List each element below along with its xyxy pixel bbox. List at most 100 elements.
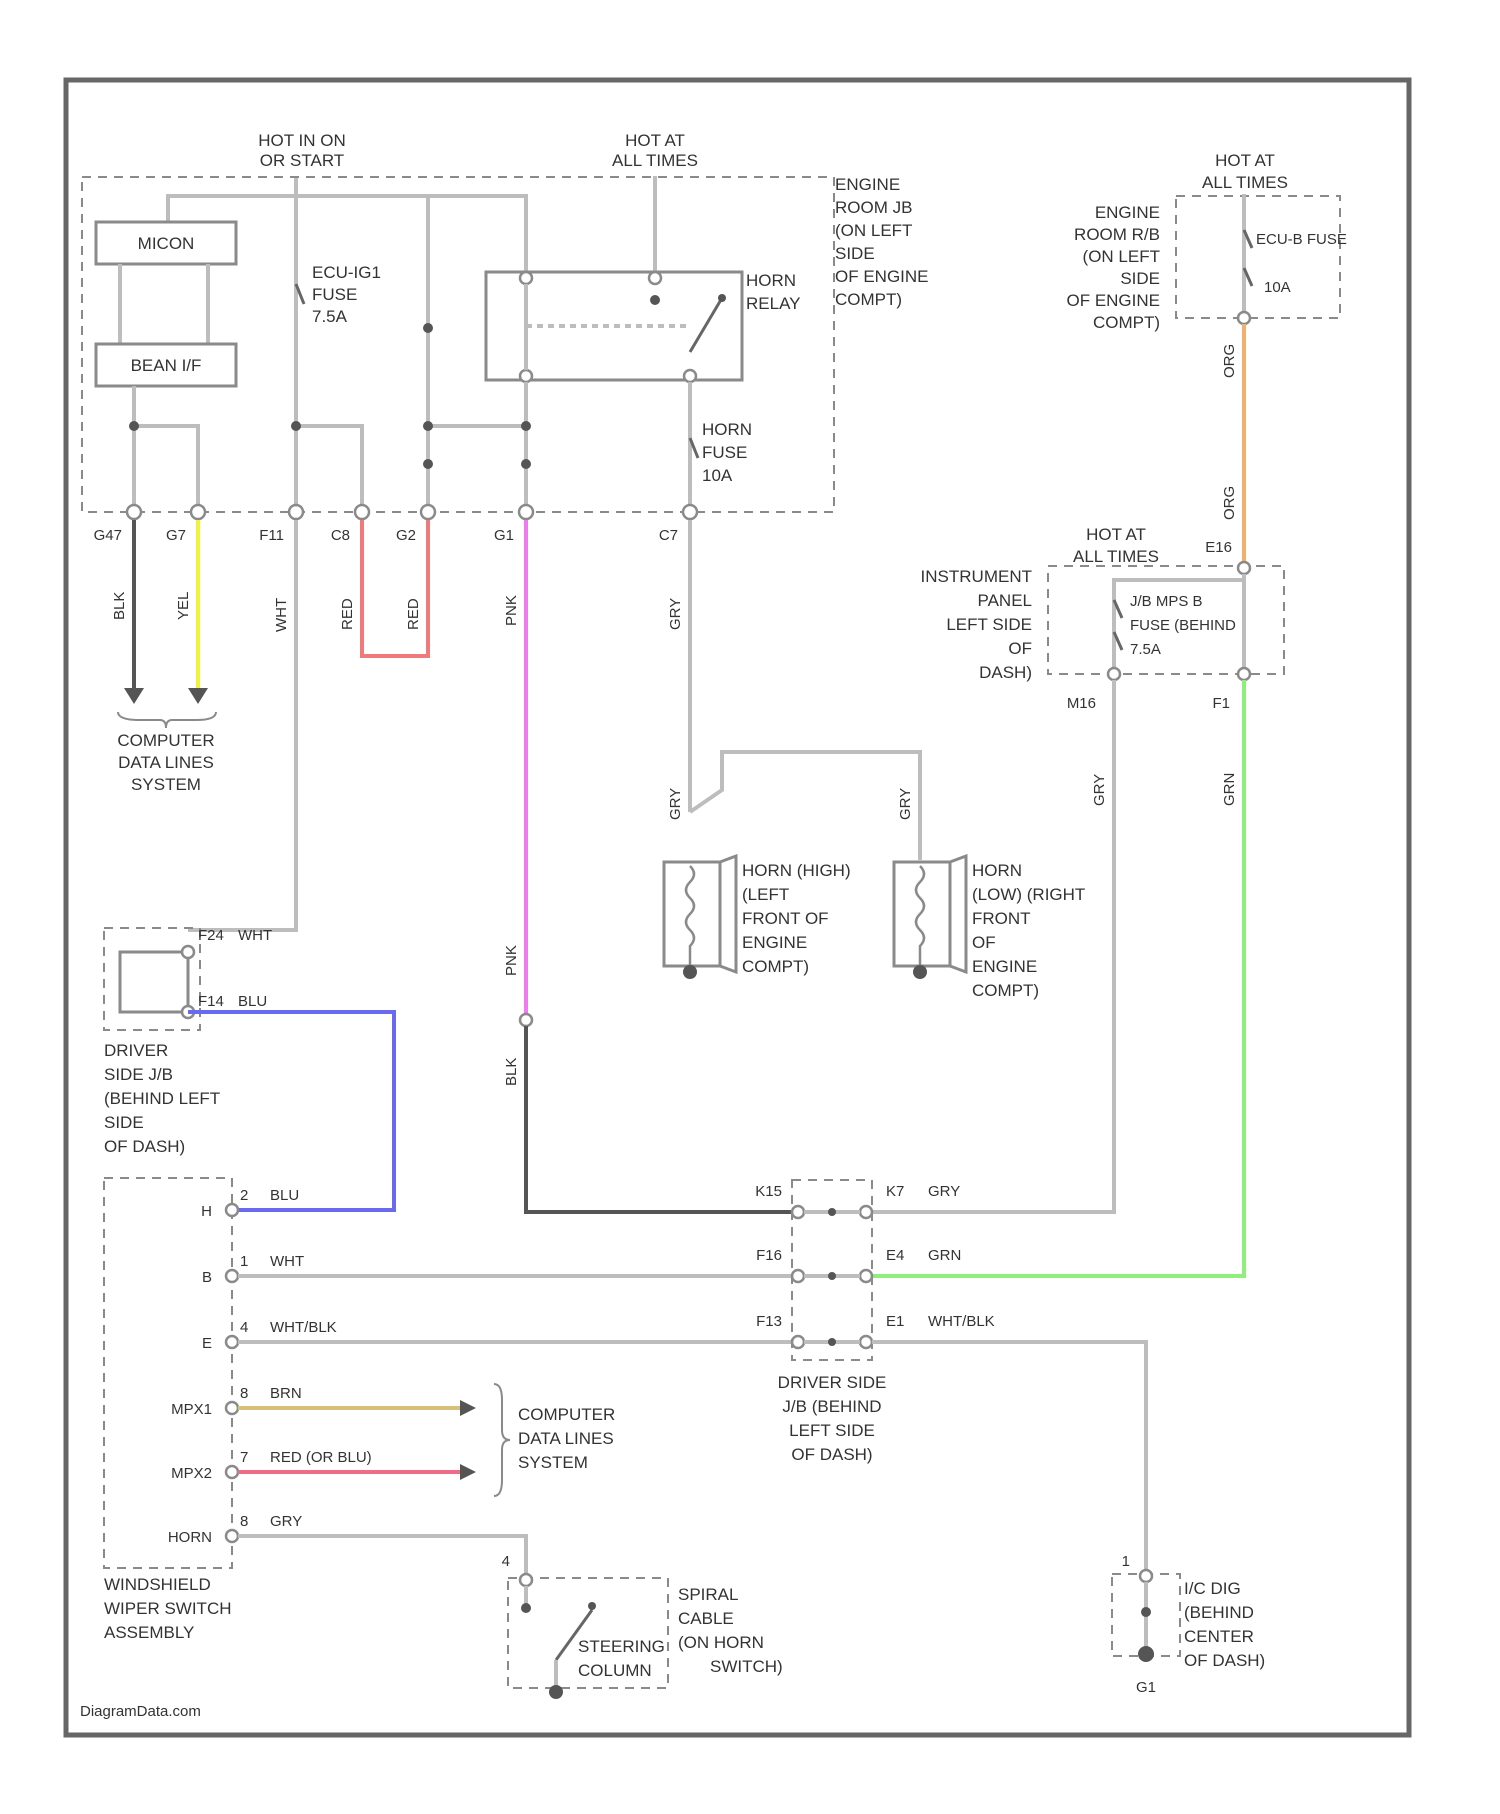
wire-color-red: RED [405, 598, 422, 630]
bean-if-label: BEAN I/F [131, 356, 202, 375]
instrument-panel-label-4: OF [1008, 639, 1032, 658]
horn-high-label-4: ENGINE [742, 933, 807, 952]
connector-id-g2: G2 [396, 527, 416, 544]
windshield-wiper-switch-label-1: WINDSHIELD [104, 1575, 211, 1594]
hot-all-times-right-label-1: HOT AT [1215, 151, 1275, 170]
hot-all-times-right-label-2: ALL TIMES [1202, 173, 1288, 192]
ecu-b-amp-label: 10A [1264, 279, 1291, 296]
wire-color-org: ORG [1221, 344, 1238, 378]
switch-pin [226, 1270, 238, 1282]
driver-side-jb-left-label-1: DRIVER [104, 1041, 168, 1060]
junction-dot [1141, 1607, 1151, 1617]
wire-gry-horn-link [690, 752, 920, 860]
horn-relay-label-2: RELAY [746, 294, 801, 313]
driver-side-jb-left-label-3: (BEHIND LEFT [104, 1089, 220, 1108]
connector-pin [1238, 562, 1250, 574]
engine-room-jb-label-6: COMPT) [835, 290, 902, 309]
horn-low-label-1: HORN [972, 861, 1022, 880]
junction-dot [423, 421, 433, 431]
wire-whtblk-ground [872, 1342, 1146, 1570]
driver-side-jb-center-label-2: J/B (BEHIND [782, 1397, 881, 1416]
switch-pin-number: 1 [240, 1253, 248, 1270]
switch-pin-number: 8 [240, 1513, 248, 1530]
switch-pin-number: 7 [240, 1449, 248, 1466]
switch-terminal-mpx1: MPX1 [171, 1401, 212, 1418]
engine-room-rb-label-5: OF ENGINE [1066, 291, 1160, 310]
connector-id-k7: K7 [886, 1183, 904, 1200]
wire-color-blu: BLU [238, 993, 267, 1010]
horn-high-label-1: HORN (HIGH) [742, 861, 851, 880]
watermark: DiagramData.com [80, 1703, 201, 1720]
connector-pin [1238, 312, 1250, 324]
wire-top-bus [168, 196, 526, 272]
engine-room-rb-label-1: ENGINE [1095, 203, 1160, 222]
arrow-head [460, 1400, 476, 1416]
instrument-panel-label-3: LEFT SIDE [946, 615, 1032, 634]
connector-id-f13: F13 [756, 1313, 782, 1330]
connector-pin [1108, 668, 1120, 680]
connector-id-e16: E16 [1205, 539, 1232, 556]
connector-pin [683, 505, 697, 519]
horn-low-bell [950, 856, 966, 972]
switch-terminal-e: E [202, 1335, 212, 1352]
jb-mps-fuse-label-3: 7.5A [1130, 641, 1161, 658]
connector-pin [1140, 1570, 1152, 1582]
switch-pin [226, 1204, 238, 1216]
windshield-wiper-switch-label-2: WIPER SWITCH [104, 1599, 232, 1618]
connector-pin [127, 505, 141, 519]
switch-pin [226, 1530, 238, 1542]
hot-all-times-ip-label-2: ALL TIMES [1073, 547, 1159, 566]
switch-pin [226, 1402, 238, 1414]
arrow-head [188, 688, 208, 704]
instrument-panel-label-1: INSTRUMENT [921, 567, 1032, 586]
junction-dot [828, 1338, 836, 1346]
horn-fuse-label-1: HORN [702, 420, 752, 439]
wire-color-gry: GRY [928, 1183, 960, 1200]
driver-side-jb-center-label-4: OF DASH) [791, 1445, 872, 1464]
windshield-wiper-switch-label-3: ASSEMBLY [104, 1623, 194, 1642]
wire-color-pnk: PNK [503, 595, 520, 626]
relay-pin [520, 370, 532, 382]
ground-label-3: CENTER [1184, 1627, 1254, 1646]
relay-contact [650, 295, 660, 305]
wire-color-gry: GRY [667, 788, 684, 820]
junction-dot [828, 1208, 836, 1216]
connector-id-f24: F24 [198, 927, 224, 944]
wire-color-wht: WHT [238, 927, 272, 944]
switch-pin-number: 8 [240, 1385, 248, 1402]
switch-terminal-mpx2: MPX2 [171, 1465, 212, 1482]
spiral-pin-number: 4 [502, 1553, 510, 1570]
driver-side-jb-center-label-3: LEFT SIDE [789, 1421, 875, 1440]
computer-data-lines-2-label-1: COMPUTER [518, 1405, 615, 1424]
switch-pin-number: 4 [240, 1319, 248, 1336]
engine-room-jb-label-2: ROOM JB [835, 198, 912, 217]
spiral-cable-label-2: CABLE [678, 1609, 734, 1628]
ground-label-1: I/C DIG [1184, 1579, 1241, 1598]
wire-blu [188, 1012, 394, 1210]
arrow-head [460, 1464, 476, 1480]
connector-id-e1: E1 [886, 1313, 904, 1330]
wire-color-blk: BLK [503, 1058, 520, 1086]
instrument-panel-label-2: PANEL [978, 591, 1033, 610]
engine-room-jb-label-3: (ON LEFT [835, 221, 912, 240]
connector-id-g7: G7 [166, 527, 186, 544]
wire-color-org: ORG [1221, 486, 1238, 520]
wire-color-wht-blk: WHT/BLK [928, 1313, 995, 1330]
steering-column-label-2: COLUMN [578, 1661, 652, 1680]
horn-low-label-2: (LOW) (RIGHT [972, 885, 1085, 904]
engine-room-rb-box [1176, 196, 1340, 318]
switch-contact [588, 1602, 596, 1610]
wire-color-wht: WHT [273, 598, 290, 632]
ecu-ig-fuse-label-3: 7.5A [312, 307, 348, 326]
relay-switch-arm [690, 298, 722, 352]
connector-id-k15: K15 [755, 1183, 782, 1200]
junction-dot [129, 421, 139, 431]
ground-pin-number: 1 [1122, 1553, 1130, 1570]
connector-pin [860, 1206, 872, 1218]
spiral-cable-label-3: (ON HORN [678, 1633, 764, 1652]
ground-label-4: OF DASH) [1184, 1651, 1265, 1670]
ecu-ig-fuse-label-1: ECU-IG1 [312, 263, 381, 282]
junction-dot [423, 323, 433, 333]
computer-data-lines-1-label-3: SYSTEM [131, 775, 201, 794]
